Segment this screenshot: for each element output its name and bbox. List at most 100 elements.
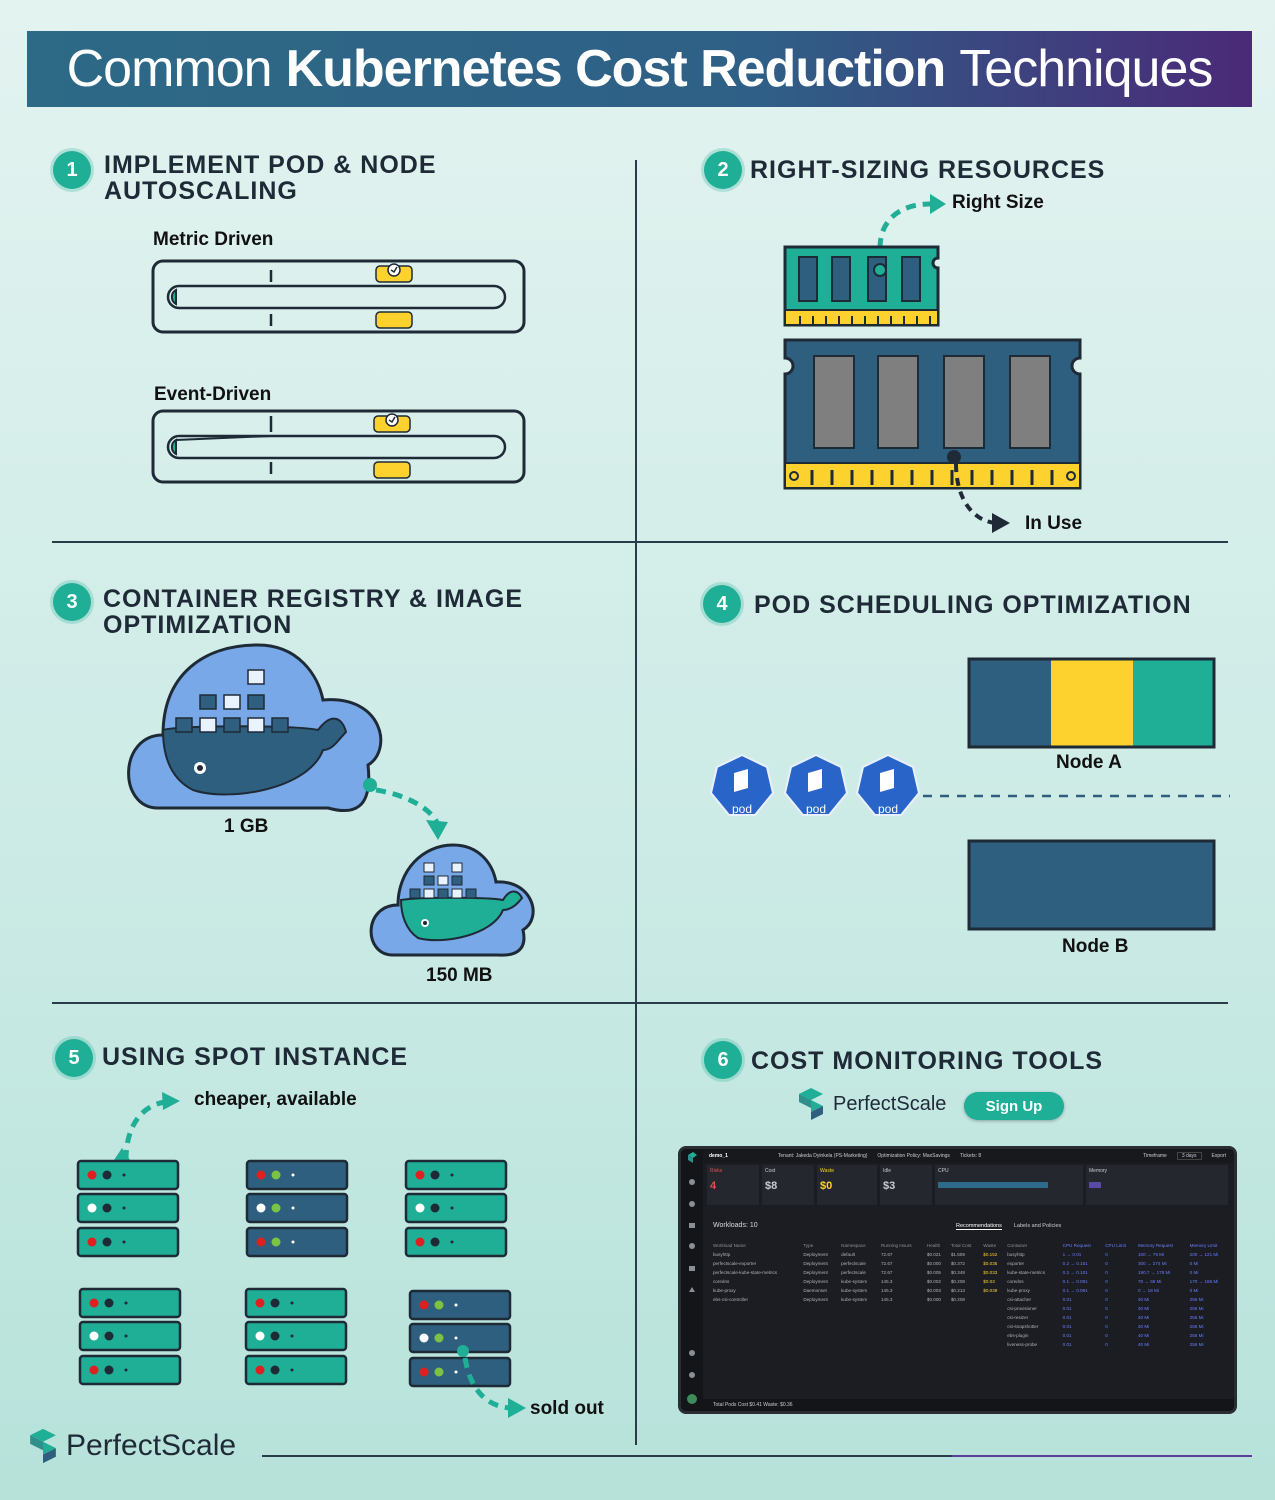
table-cell bbox=[711, 1340, 801, 1349]
server-rack-6 bbox=[408, 1289, 512, 1388]
column-header[interactable]: Memory Request bbox=[1137, 1243, 1173, 1248]
cost-card[interactable]: Cost $8 bbox=[762, 1165, 814, 1205]
node-a bbox=[967, 657, 1216, 749]
column-header[interactable]: Namespace bbox=[841, 1243, 866, 1248]
timeframe-select[interactable]: 3 days bbox=[1176, 1152, 1202, 1160]
table-cell: $0.000 bbox=[926, 1261, 941, 1266]
footer-brand-text: PerfectScale bbox=[66, 1429, 237, 1462]
table-cell: $0.002 bbox=[926, 1279, 941, 1284]
risks-label: Risks bbox=[710, 1168, 723, 1174]
large-docker-cloud-icon bbox=[127, 643, 383, 813]
node-b-label: Node B bbox=[1062, 936, 1129, 957]
memory-usage-bar bbox=[1089, 1182, 1101, 1188]
title-bold: Kubernetes Cost Reduction bbox=[285, 40, 947, 98]
table-cell: 0.01 bbox=[1062, 1324, 1072, 1329]
table-cell bbox=[711, 1304, 801, 1313]
column-header[interactable]: Type bbox=[803, 1243, 814, 1248]
table-cell: $0.021 bbox=[926, 1252, 941, 1257]
table-cell: kube-proxy bbox=[1007, 1288, 1030, 1293]
table-cell: Deployment bbox=[803, 1261, 828, 1266]
column-header[interactable]: Workload Name bbox=[713, 1243, 746, 1248]
section-2-number: 2 bbox=[704, 151, 742, 189]
tab-recommendations[interactable]: Recommendations bbox=[956, 1223, 1002, 1230]
table-cell: 40 Mi bbox=[1137, 1333, 1150, 1338]
waste-card[interactable]: Waste $0 bbox=[817, 1165, 877, 1205]
memory-card[interactable]: Memory bbox=[1086, 1165, 1228, 1205]
column-header[interactable]: Health bbox=[926, 1243, 941, 1248]
idle-value: $3 bbox=[883, 1180, 896, 1192]
table-cell: 0.01 bbox=[1062, 1342, 1072, 1347]
risks-card[interactable]: Risks 4 bbox=[707, 1165, 759, 1205]
cluster-selector[interactable]: demo_1 bbox=[709, 1153, 728, 1159]
column-header[interactable]: CPU Request bbox=[1062, 1243, 1091, 1248]
table-cell: 40 Mi bbox=[1137, 1297, 1150, 1302]
table-cell bbox=[925, 1340, 949, 1349]
table-cell: kube-system bbox=[841, 1279, 868, 1284]
horizontal-divider-2 bbox=[52, 1002, 1228, 1004]
table-cell bbox=[981, 1304, 1005, 1313]
event-driven-label: Event-Driven bbox=[154, 384, 272, 405]
tab-labels-policies[interactable]: Labels and Policies bbox=[1013, 1223, 1062, 1229]
cpu-card[interactable]: CPU bbox=[935, 1165, 1083, 1205]
waste-label: Waste bbox=[820, 1168, 834, 1174]
table-cell: 1 → 0.01 bbox=[1062, 1252, 1082, 1257]
table-cell bbox=[711, 1331, 801, 1340]
table-cell bbox=[801, 1322, 839, 1331]
waste-value: $0 bbox=[820, 1180, 833, 1192]
column-header[interactable]: Waste bbox=[983, 1243, 997, 1248]
table-cell: 0 bbox=[1105, 1297, 1108, 1302]
table-cell: kube-state-metrics bbox=[1007, 1270, 1046, 1275]
cpu-usage-bar bbox=[938, 1182, 1048, 1188]
table-cell: coredns bbox=[1007, 1279, 1024, 1284]
table-cell bbox=[949, 1331, 981, 1340]
server-rack-2 bbox=[245, 1159, 349, 1258]
table-cell: csi-provisioner bbox=[1007, 1306, 1037, 1311]
tenant-text: Tenant: Jakeda Dyinkela (PS-Marketing) bbox=[777, 1153, 868, 1159]
event-driven-slider bbox=[151, 409, 526, 484]
table-cell: 0.2 → 0.101 bbox=[1062, 1270, 1088, 1275]
column-header[interactable]: Container bbox=[1007, 1243, 1028, 1248]
section-1-title-line2: AUTOSCALING bbox=[104, 177, 298, 205]
policy-text: Optimization Policy: MaxSavings bbox=[877, 1153, 950, 1159]
server-rack-4 bbox=[78, 1287, 182, 1386]
table-cell: 145.3 bbox=[880, 1279, 893, 1284]
table-cell: 0 bbox=[1105, 1324, 1108, 1329]
table-cell: 0 bbox=[1105, 1333, 1108, 1338]
column-header[interactable]: CPU Limit bbox=[1105, 1243, 1126, 1248]
sign-up-button[interactable]: Sign Up bbox=[964, 1092, 1064, 1120]
table-cell: busyhttp bbox=[713, 1252, 731, 1257]
title-suffix: Techniques bbox=[959, 40, 1213, 98]
section-6-number: 6 bbox=[704, 1041, 742, 1079]
table-cell: coredns bbox=[713, 1279, 730, 1284]
column-header[interactable]: Total Cost bbox=[950, 1243, 972, 1248]
cheaper-available-label: cheaper, available bbox=[194, 1089, 357, 1110]
column-header[interactable]: Memory Limit bbox=[1189, 1243, 1218, 1248]
vertical-divider bbox=[635, 160, 637, 1445]
idle-card[interactable]: Idle $3 bbox=[880, 1165, 932, 1205]
table-cell: 40 Mi bbox=[1137, 1342, 1150, 1347]
column-header[interactable]: Running Hours bbox=[880, 1243, 912, 1248]
export-button[interactable]: Export bbox=[1211, 1153, 1226, 1159]
sold-out-label: sold out bbox=[530, 1398, 604, 1419]
section-4-title: POD SCHEDULING OPTIMIZATION bbox=[754, 591, 1192, 619]
large-ram-module bbox=[783, 338, 1082, 490]
table-cell bbox=[801, 1304, 839, 1313]
cost-dashboard-screenshot: demo_1 Tenant: Jakeda Dyinkela (PS-Marke… bbox=[678, 1146, 1237, 1414]
table-cell bbox=[801, 1340, 839, 1349]
table-cell: 256 Mi bbox=[1189, 1315, 1204, 1320]
table-cell bbox=[839, 1322, 879, 1331]
table-cell: $0.372 bbox=[950, 1261, 965, 1266]
table-cell: $0.033 bbox=[983, 1270, 998, 1275]
table-cell bbox=[839, 1331, 879, 1340]
